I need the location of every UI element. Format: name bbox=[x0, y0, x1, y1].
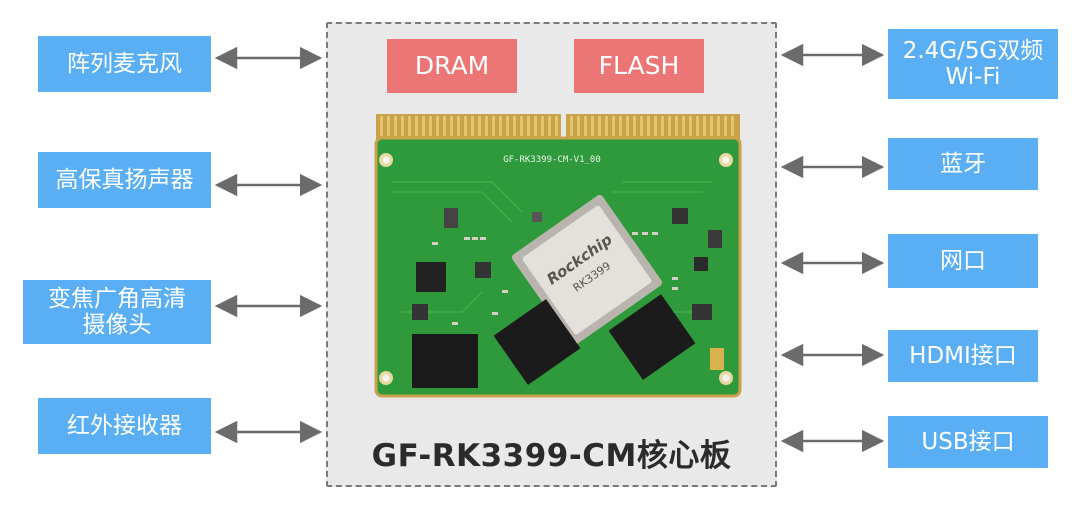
peripheral-hdmi: HDMI接口 bbox=[888, 330, 1038, 382]
board-title: GF-RK3399-CM核心板 bbox=[371, 438, 732, 474]
peripheral-wifi: 2.4G/5G双频 Wi-Fi bbox=[888, 29, 1058, 99]
peripheral-zoom-camera: 变焦广角高清 摄像头 bbox=[23, 280, 211, 344]
peripheral-mic-array: 阵列麦克风 bbox=[38, 36, 211, 92]
flash-box: FLASH bbox=[574, 39, 704, 93]
core-board-image: GF-RK3399-CM-V1_00 Rockchip RK3399 bbox=[372, 112, 744, 400]
dram-box: DRAM bbox=[387, 39, 517, 93]
peripheral-hifi-speaker: 高保真扬声器 bbox=[38, 152, 211, 208]
peripheral-ethernet: 网口 bbox=[888, 234, 1038, 288]
peripheral-ir-receiver: 红外接收器 bbox=[38, 398, 211, 454]
pcb-label: GF-RK3399-CM-V1_00 bbox=[503, 155, 601, 165]
peripheral-bluetooth: 蓝牙 bbox=[888, 138, 1038, 190]
peripheral-usb: USB接口 bbox=[888, 416, 1048, 468]
